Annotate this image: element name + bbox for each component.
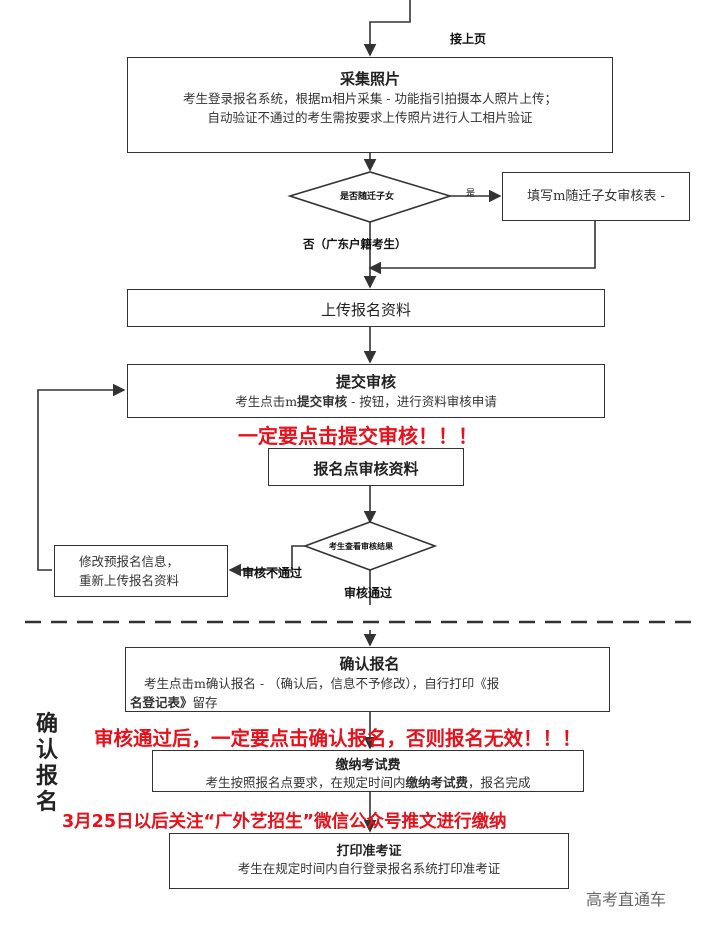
arrow-form-return [368, 221, 596, 275]
confirm-box: 确认报名 考生点击m确认报名 - （确认后，信息不予修改），自行打印《报 名登记… [125, 647, 610, 712]
arrow-top [363, 0, 411, 57]
pay-fee-body-bold: 缴纳考试费 [405, 775, 468, 790]
red-note-submit: 一定要点击提交审核！！！ [238, 424, 478, 448]
side-label-confirm: 确认报名 [36, 712, 59, 815]
collect-photo-title: 采集照片 [339, 70, 400, 88]
modify-line2: 重新上传报名资料 [79, 573, 180, 588]
print-ticket-body: 考生在规定时间内自行登录报名系统打印准考证 [237, 861, 501, 876]
decision-diamond-migrant [287, 171, 453, 223]
decision-pass-label: 审核通过 [344, 586, 393, 600]
arrow-fail [228, 545, 305, 577]
red-note-payment: 3月25日以后关注“广外艺招生”微信公众号推文进行缴纳 [62, 812, 507, 832]
review-site-box: 报名点审核资料 [268, 448, 464, 486]
pay-fee-box: 缴纳考试费 考生按照报名点要求，在规定时间内缴纳考试费，报名完成 [152, 750, 584, 792]
continue-label: 接上页 [450, 32, 487, 46]
confirm-title: 确认报名 [339, 655, 400, 673]
fill-form-label: 填写m随迁子女审核表 - [527, 189, 665, 204]
collect-photo-line2: 自动验证不通过的考生需按要求上传照片进行人工相片验证 [207, 110, 533, 125]
pay-fee-body-prefix: 考生按照报名点要求，在规定时间内 [205, 775, 406, 790]
modify-line1: 修改预报名信息， [79, 554, 180, 569]
upload-materials-box: 上传报名资料 [127, 289, 605, 327]
collect-photo-line1: 考生登录报名系统，根据m相片采集 - 功能指引拍摄本人照片上传； [182, 91, 558, 106]
decision-migrant-question: 是否随迁子女 [340, 192, 395, 202]
upload-materials-title: 上传报名资料 [320, 301, 411, 319]
submit-review-body-suffix: - 按钮，进行资料审核申请 [347, 394, 497, 409]
fill-form-box: 填写m随迁子女审核表 - [502, 172, 690, 221]
print-ticket-box: 打印准考证 考生在规定时间内自行登录报名系统打印准考证 [169, 833, 569, 889]
submit-review-body-prefix: 考生点击m [235, 394, 298, 409]
watermark: 高考直通车 [586, 890, 667, 909]
confirm-line1: 考生点击m确认报名 - （确认后，信息不予修改），自行打印《报 [144, 676, 500, 691]
confirm-line2-bold: 名登记表》 [130, 695, 193, 710]
decision-review-question: 考生查看审核结果 [329, 542, 393, 551]
pay-fee-title: 缴纳考试费 [335, 758, 401, 773]
red-note-confirm: 审核通过后，一定要点击确认报名，否则报名无效！！！ [94, 727, 582, 750]
submit-review-title: 提交审核 [335, 373, 396, 391]
modify-box: 修改预报名信息， 重新上传报名资料 [54, 545, 228, 597]
submit-review-box: 提交审核 考生点击m提交审核 - 按钮，进行资料审核申请 [127, 364, 605, 418]
decision-yes-label: 是 [466, 189, 476, 199]
confirm-line2-rest: 留存 [192, 695, 218, 710]
arrow-loop-back [37, 383, 126, 571]
decision-fail-label: 审核不通过 [242, 566, 303, 580]
print-ticket-title: 打印准考证 [336, 844, 402, 859]
submit-review-body-bold: 提交审核 [297, 394, 348, 409]
collect-photo-box: 采集照片 考生登录报名系统，根据m相片采集 - 功能指引拍摄本人照片上传； 自动… [127, 57, 613, 153]
review-site-title: 报名点审核资料 [313, 460, 419, 478]
decision-diamond-review [302, 521, 438, 571]
decision-no-label: 否（广东户籍考生） [303, 237, 407, 251]
pay-fee-body-suffix: ，报名完成 [468, 775, 531, 790]
